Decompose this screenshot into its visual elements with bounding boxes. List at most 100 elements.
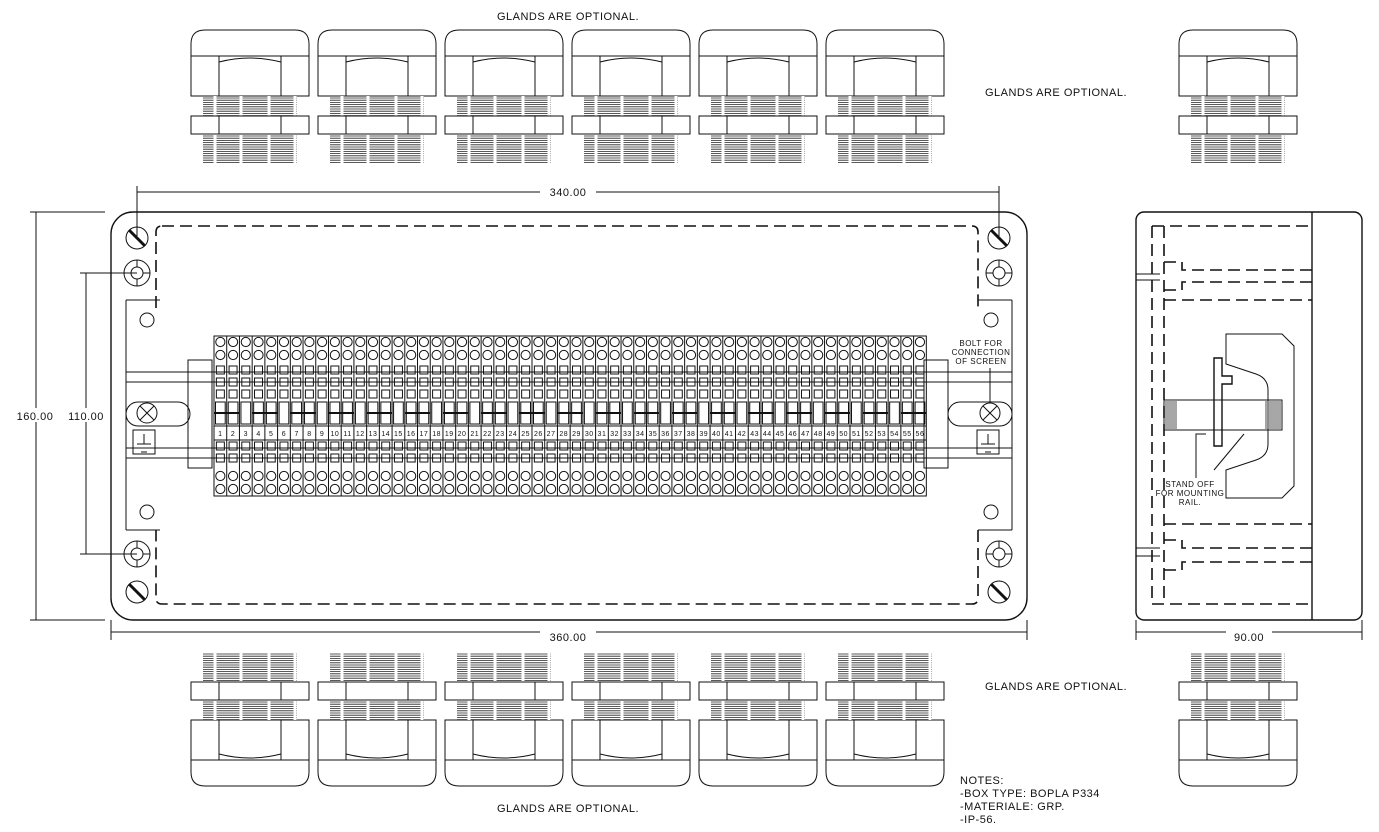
terminal	[722, 336, 736, 496]
dimension-340: 340.00	[136, 184, 1000, 236]
screw-bottom-left	[125, 580, 149, 604]
terminal	[467, 336, 481, 496]
standoff-callout-2: FOR MOUNTING	[1156, 489, 1225, 498]
dimension-110: 110.00	[62, 272, 137, 555]
terminal	[264, 336, 278, 496]
gland-note-top: GLANDS ARE OPTIONAL.	[497, 11, 639, 23]
terminal	[251, 336, 265, 496]
terminal-number: 54	[890, 431, 899, 438]
terminal	[696, 336, 710, 496]
terminal-number: 8	[307, 431, 311, 438]
dimension-360: 360.00	[110, 620, 1028, 644]
gland-side-bottom	[1178, 652, 1298, 787]
notes-line-1: -BOX TYPE: BOPLA P334	[960, 788, 1100, 800]
terminal-number: 26	[534, 431, 543, 438]
terminal-number: 20	[458, 431, 467, 438]
earth-symbol-left	[132, 429, 156, 455]
terminal-number: 12	[356, 431, 365, 438]
terminal	[913, 336, 927, 496]
terminal-number: 47	[801, 431, 810, 438]
terminal	[226, 336, 240, 496]
terminal-number: 18	[432, 431, 441, 438]
gland-side-top	[1178, 29, 1298, 164]
dim-160-label: 160.00	[17, 411, 54, 423]
gland-bottom-3	[444, 652, 564, 787]
terminal	[417, 336, 431, 496]
terminal-number: 36	[661, 431, 670, 438]
dim-340-label: 340.00	[550, 187, 587, 199]
gland-note-right-top: GLANDS ARE OPTIONAL.	[985, 87, 1127, 99]
terminal	[289, 336, 304, 496]
gland-top-6	[825, 29, 945, 164]
side-outline	[1135, 211, 1363, 621]
terminal-number: 7	[294, 431, 298, 438]
notes-line-2: -MATERIALE: GRP.	[960, 801, 1065, 813]
terminal-number: 32	[610, 431, 619, 438]
hole-right-upper	[983, 312, 999, 328]
terminal-number: 4	[256, 431, 260, 438]
rail-slot-left	[125, 401, 191, 427]
terminal-number: 21	[470, 431, 479, 438]
terminal-number: 44	[763, 431, 772, 438]
terminal	[366, 336, 380, 496]
standoff-callout-3: RAIL.	[1179, 498, 1202, 507]
rail-screw-left	[136, 402, 158, 424]
terminal	[506, 336, 519, 496]
terminal-number: 33	[623, 431, 632, 438]
terminal-number: 45	[776, 431, 785, 438]
hole-right-lower	[983, 504, 999, 520]
earth-symbol-right	[976, 429, 1000, 455]
terminal	[887, 336, 900, 496]
terminal	[556, 336, 571, 496]
terminal	[238, 336, 252, 496]
gland-side-top-unit	[1178, 29, 1298, 164]
notes-block: NOTES: -BOX TYPE: BOPLA P334 -MATERIALE:…	[960, 775, 1100, 826]
terminal-number: 28	[559, 431, 568, 438]
rail-slot-right	[947, 401, 1013, 427]
terminal	[518, 336, 532, 496]
terminal-number: 27	[547, 431, 556, 438]
terminal	[849, 336, 862, 496]
mount-hole-top-right	[985, 259, 1013, 287]
box-outline	[110, 211, 1028, 621]
bolt-side	[1163, 399, 1283, 431]
dim-90-label: 90.00	[1234, 632, 1264, 644]
terminal-number: 39	[699, 431, 708, 438]
terminal	[277, 336, 290, 496]
terminal	[493, 336, 507, 496]
gland-top-4	[571, 29, 691, 164]
terminal	[811, 336, 824, 496]
terminal	[633, 336, 647, 496]
terminal	[862, 336, 876, 496]
terminal-block	[213, 335, 927, 497]
gland-bottom-4	[571, 652, 691, 787]
terminal-number: 1	[218, 431, 222, 438]
terminal	[480, 336, 494, 496]
terminal-number: 48	[814, 431, 823, 438]
terminal	[773, 336, 786, 496]
bolt-callout-1: BOLT FOR	[959, 339, 1002, 348]
terminal-number: 19	[445, 431, 454, 438]
gland-top-1	[190, 29, 310, 164]
terminal	[747, 336, 761, 496]
gland-top-5	[698, 29, 818, 164]
terminal-number: 46	[788, 431, 797, 438]
terminal-number: 3	[244, 431, 248, 438]
terminal	[315, 336, 328, 496]
side-view: STAND OFF FOR MOUNTING RAIL.	[1135, 211, 1363, 621]
terminal	[658, 336, 671, 496]
mounting-bracket	[1225, 333, 1295, 499]
terminal	[213, 336, 227, 496]
terminal-number: 42	[737, 431, 746, 438]
dim-110-label: 110.00	[68, 411, 104, 423]
terminal	[684, 336, 698, 496]
terminal-number: 35	[648, 431, 657, 438]
terminal-number: 37	[674, 431, 683, 438]
terminal	[391, 336, 404, 496]
standoff-callout-1: STAND OFF	[1165, 480, 1214, 489]
terminal	[607, 336, 622, 496]
din-rail-profile	[1213, 357, 1233, 447]
gland-side-bottom-unit	[1178, 652, 1298, 787]
glands-bottom-row	[190, 652, 945, 787]
terminal-number: 11	[343, 431, 351, 438]
